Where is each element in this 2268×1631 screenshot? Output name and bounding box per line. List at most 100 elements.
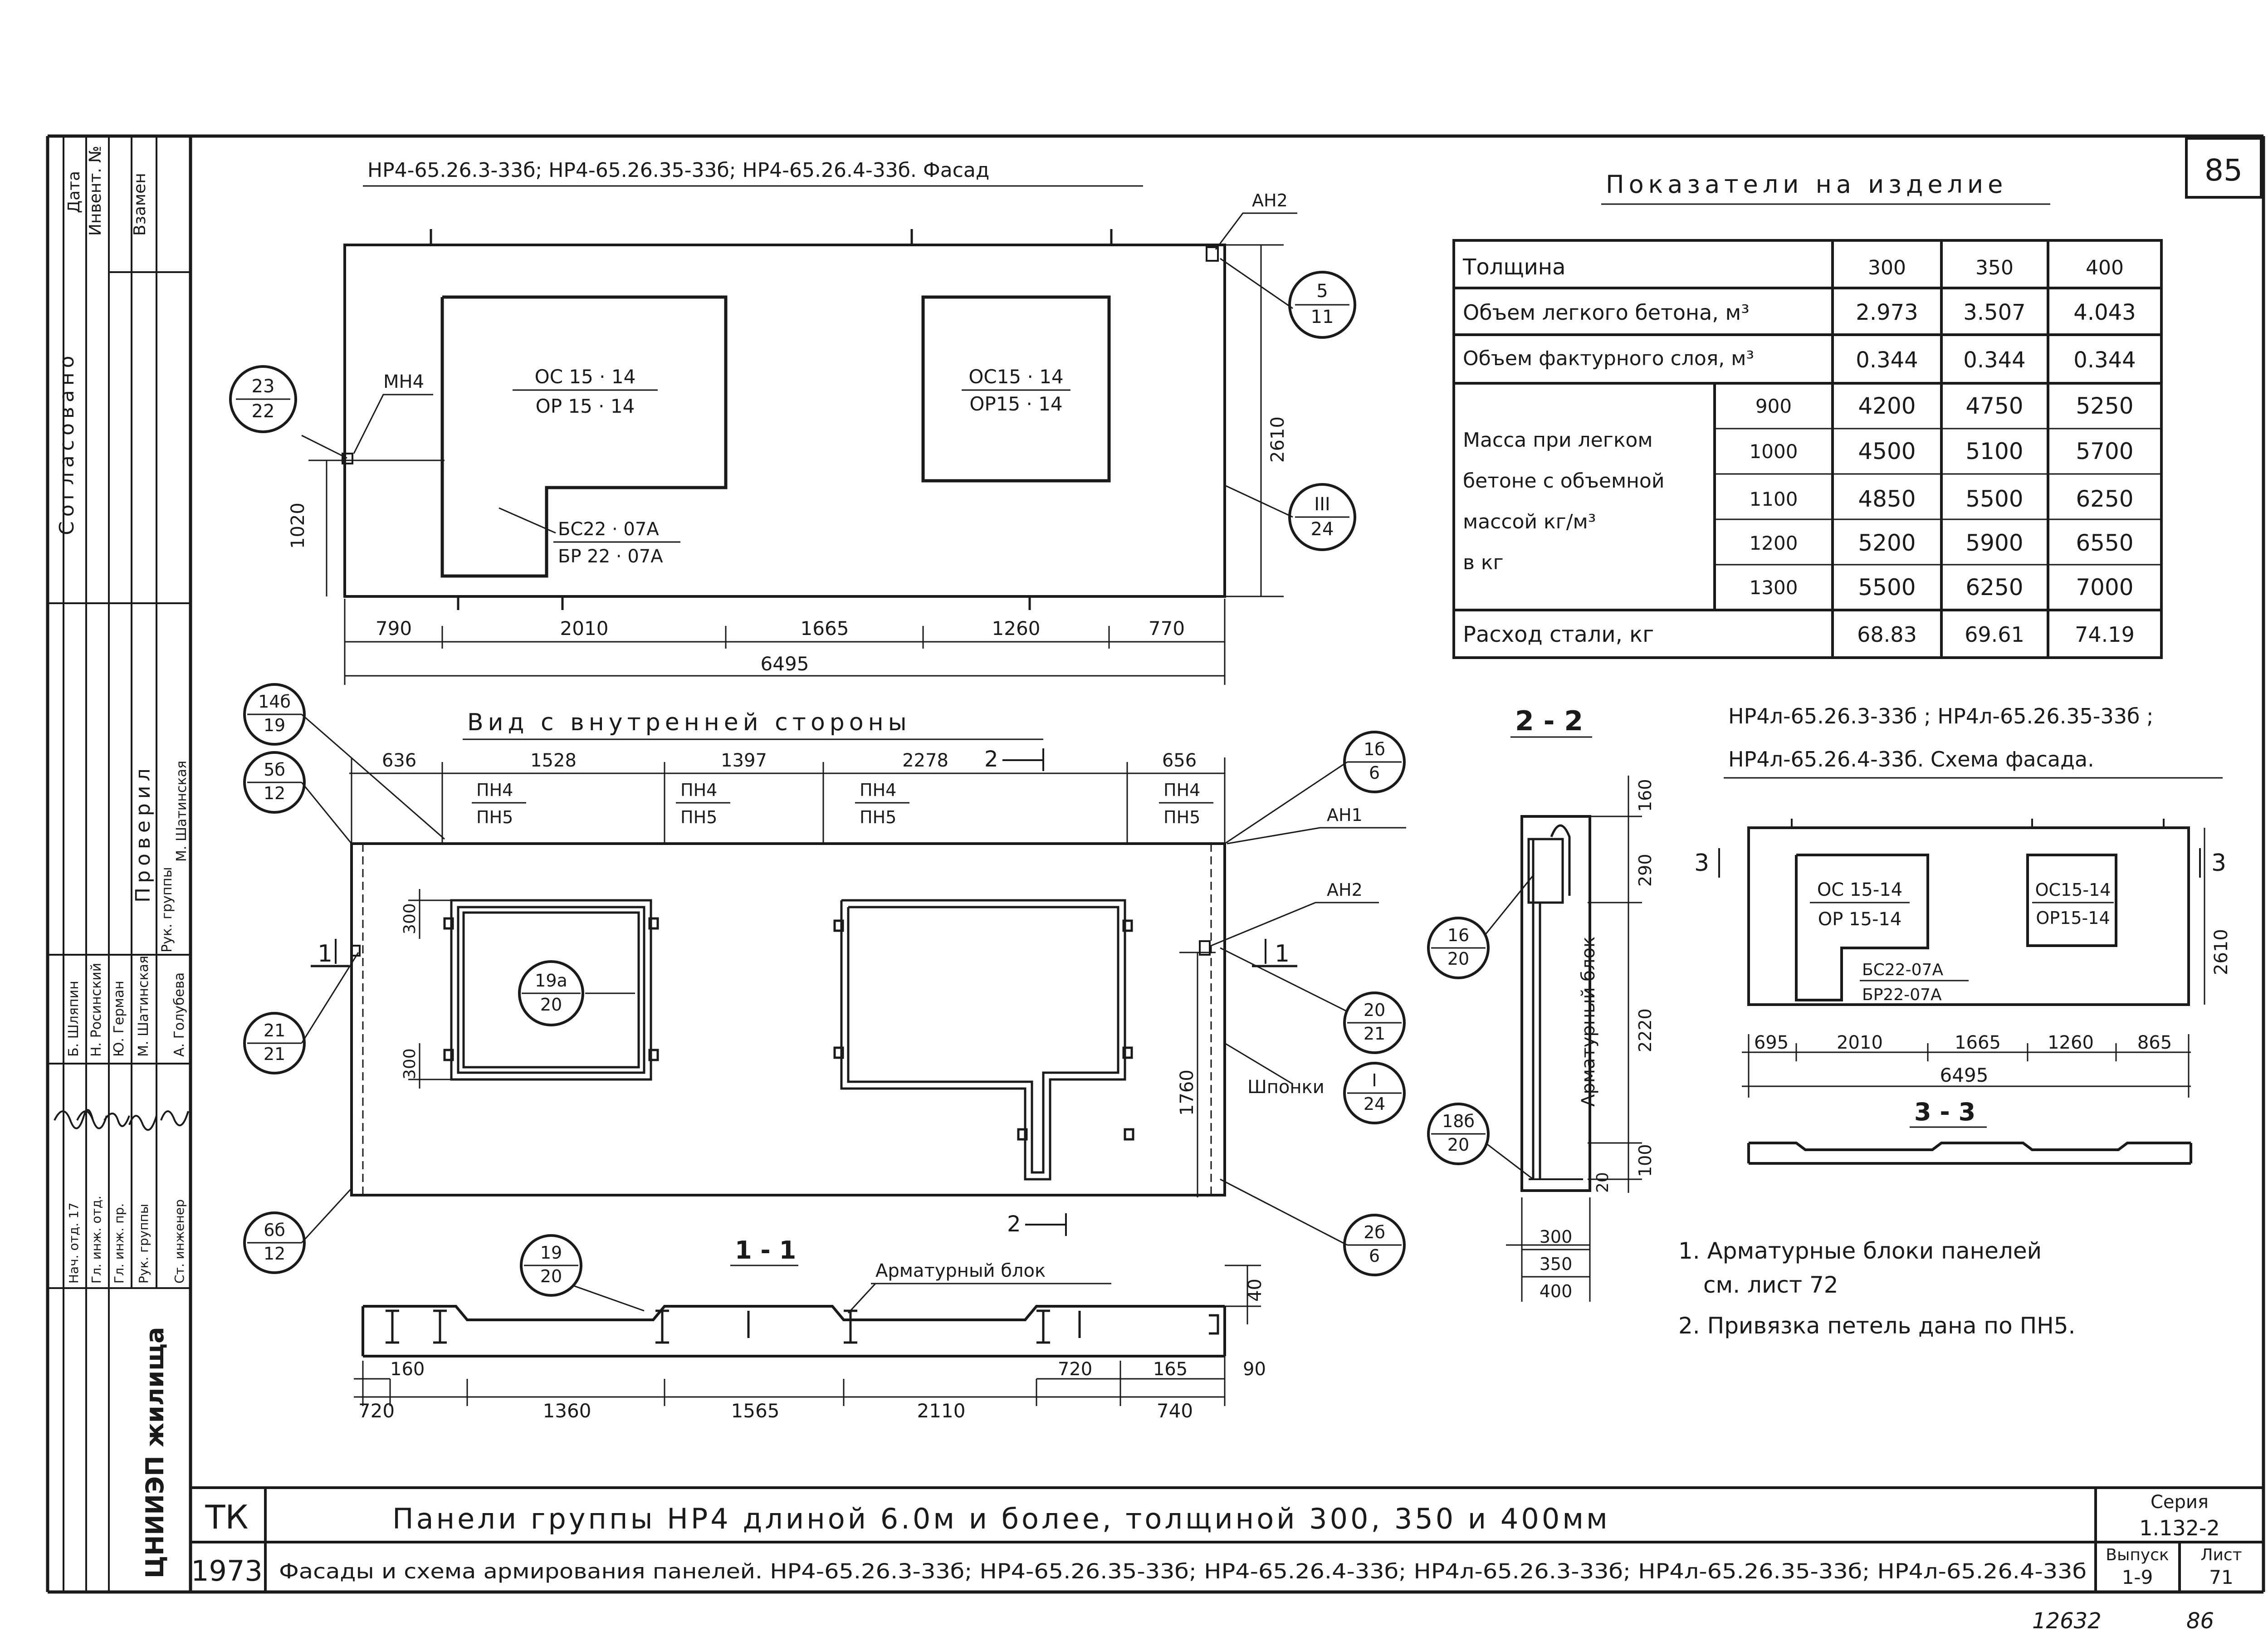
stamp-series: 1.132-2 xyxy=(2139,1516,2220,1540)
inner-callout-2b-6: 2б 6 xyxy=(1343,1214,1406,1276)
section-1-1: 1 - 1 Арматурный блок 2 xyxy=(354,1211,1266,1422)
stamp-title-sub: Фасады и схема армирования панелей. НР4-… xyxy=(279,1559,2087,1583)
facade-opening-left-bottom: ОР 15 · 14 xyxy=(536,395,635,417)
svg-text:20: 20 xyxy=(540,1266,562,1286)
ind-mass-2-2: 6250 xyxy=(2076,486,2133,512)
ind-mass-3-1: 5900 xyxy=(1965,530,2023,556)
ind-mass-label-1: бетоне с объемной xyxy=(1463,469,1664,493)
svg-text:23: 23 xyxy=(252,376,275,397)
inner-an1: АН1 xyxy=(1327,805,1363,825)
svg-text:20: 20 xyxy=(1447,1135,1469,1155)
loop-label-1: ПН4 ПН5 xyxy=(472,780,526,827)
inner-callout-5b-12: 5б 12 xyxy=(243,751,306,814)
scheme-door-top: БС22-07А xyxy=(1862,961,1943,979)
ind-mass-1-1: 5100 xyxy=(1965,438,2023,464)
section-22-callout-16-20: 16 20 xyxy=(1427,875,1534,979)
ind-mass-0-1: 4750 xyxy=(1965,393,2023,419)
facade-dim-2: 1665 xyxy=(801,617,849,640)
ind-mass-3-2: 6550 xyxy=(2076,530,2133,556)
section-11-mark-2: 2 xyxy=(1007,1211,1021,1237)
svg-text:21: 21 xyxy=(264,1021,285,1040)
svg-text:6: 6 xyxy=(1369,1246,1380,1266)
scheme-dim-4: 865 xyxy=(2137,1032,2172,1053)
svg-text:24: 24 xyxy=(1364,1094,1385,1114)
scheme-opening-right-top: ОС15-14 xyxy=(2035,880,2111,900)
facade-dim-3: 1260 xyxy=(992,617,1041,640)
facade-dim-0: 790 xyxy=(376,617,412,640)
note-1: 1. Арматурные блоки панелей xyxy=(1678,1238,2042,1264)
facade-window-left xyxy=(440,295,728,578)
inner-callout-19a-20: 19а 20 xyxy=(518,960,584,1026)
facade-drawing: НР4-65.26.3-33б; НР4-65.26.35-33б; НР4-6… xyxy=(229,159,1356,685)
scheme-door-bottom: БР22-07А xyxy=(1862,986,1942,1004)
inner-view-title: Вид с внутренней стороны xyxy=(467,709,911,736)
inner-dim-300a: 300 xyxy=(401,903,419,934)
ind-mass-2-0: 4850 xyxy=(1858,486,1916,512)
svg-text:2б: 2б xyxy=(1364,1222,1385,1242)
ind-mass-label-0: Масса при легком xyxy=(1463,429,1653,452)
svg-text:19: 19 xyxy=(540,1243,562,1263)
section-11-dim-90: 90 xyxy=(1243,1359,1266,1380)
footer-sheet: 86 xyxy=(2186,1608,2214,1631)
stamp-sheet-label: Лист xyxy=(2200,1546,2242,1564)
scheme-title-2: НР4л-65.26.4-33б. Схема фасада. xyxy=(1728,747,2094,772)
facade-window-right xyxy=(921,295,1111,483)
section-1-left: 1 xyxy=(318,940,332,967)
stamp-org: ЦНИИЭП жилища xyxy=(141,1327,169,1578)
inner-panel xyxy=(350,842,1226,1196)
inner-an2: АН2 xyxy=(1327,880,1363,900)
section-22-dim-4: 20 xyxy=(1593,1172,1612,1193)
side-checked: Проверил xyxy=(132,764,155,903)
ind-thickness-2: 400 xyxy=(2086,256,2124,279)
section-11-dim-3: 2110 xyxy=(917,1400,966,1422)
section-11-dim-4: 740 xyxy=(1157,1400,1193,1422)
section-2-2: 2 - 2 Арматурный блок 160 290 2220 100 2… xyxy=(1427,705,1655,1302)
inner-callout-21-21: 21 21 xyxy=(243,1012,306,1074)
facade-door-top: БС22 · 07А xyxy=(558,519,659,540)
svg-text:6б: 6б xyxy=(264,1220,285,1240)
ind-mass-4-1: 6250 xyxy=(1965,574,2023,601)
inner-dim-1760: 1760 xyxy=(1177,1069,1198,1116)
svg-text:ПН5: ПН5 xyxy=(476,807,513,827)
title-block: ТК 1973 Панели группы НР4 длиной 6.0м и … xyxy=(191,1486,2263,1592)
side-role-5: Ст. инженер xyxy=(172,1199,187,1284)
ind-mass-3-0: 5200 xyxy=(1858,530,1916,556)
svg-text:12: 12 xyxy=(264,1244,285,1264)
inner-callout-20-21: 20 21 xyxy=(1343,991,1406,1054)
ind-volume-facing-2: 0.344 xyxy=(2073,347,2136,373)
section-11-dim-165: 165 xyxy=(1153,1359,1188,1380)
ind-mass-1-0: 4500 xyxy=(1858,438,1916,464)
ind-mass-1-2: 5700 xyxy=(2076,438,2133,464)
facade-dim-2610: 2610 xyxy=(1267,416,1288,463)
scheme-total: 6495 xyxy=(1940,1064,1989,1086)
ind-mass-2-1: 5500 xyxy=(1965,486,2023,512)
inner-dim-2: 1397 xyxy=(721,750,767,771)
indicators-table: Показатели на изделие Толщина 300 350 40… xyxy=(1452,170,2163,659)
footer-code: 12632 xyxy=(2032,1608,2102,1631)
facade-callout-III-24: III 24 xyxy=(1288,483,1356,551)
facade-door-bottom: БР 22 · 07А xyxy=(558,546,663,567)
side-header-replace: Взамен xyxy=(131,173,149,236)
facade-opening-right-top: ОС15 · 14 xyxy=(968,366,1063,388)
svg-text:21: 21 xyxy=(1364,1024,1385,1044)
side-name-1: Б. Шляпин xyxy=(66,981,82,1057)
ind-mass-0-2: 5250 xyxy=(2076,393,2133,419)
section-11-dim-0: 720 xyxy=(358,1400,395,1422)
sheet-frame xyxy=(46,134,2265,1594)
inner-dim-300b: 300 xyxy=(401,1048,419,1079)
signatures xyxy=(54,1109,189,1131)
svg-text:1б: 1б xyxy=(1364,739,1385,759)
section-22-dim-2: 2220 xyxy=(1635,1008,1655,1052)
ind-mass-4-2: 7000 xyxy=(2076,574,2133,601)
section-22-block-label: Арматурный блок xyxy=(1578,937,1599,1107)
side-name-4: М. Шатинская xyxy=(136,956,152,1057)
side-header-date: Дата xyxy=(65,171,83,213)
facade-opening-left-top: ОС 15 · 14 xyxy=(535,366,636,388)
section-22-dim-0: 160 xyxy=(1635,779,1655,812)
section-11-dim-720a: 720 xyxy=(1058,1359,1092,1380)
facade-an2-label: АН2 xyxy=(1252,190,1288,210)
facade-total: 6495 xyxy=(761,653,809,675)
svg-text:20: 20 xyxy=(1364,1000,1385,1020)
ind-volume-light-2: 4.043 xyxy=(2073,300,2136,325)
side-role-2: Гл. инж. отд. xyxy=(89,1196,104,1284)
